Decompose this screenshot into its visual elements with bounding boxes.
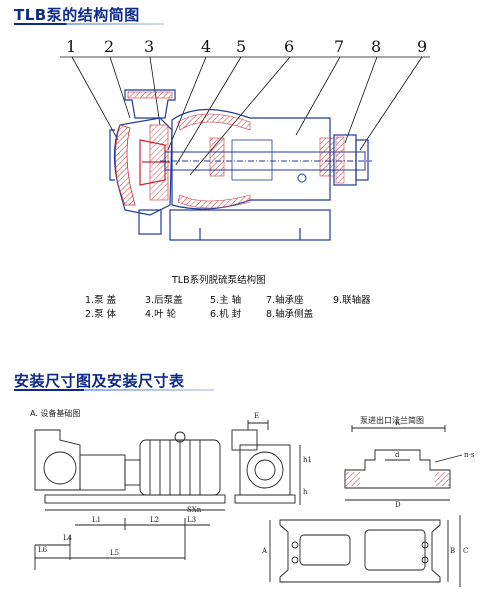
legend-item-1: 1.泵 盖 [85,295,117,306]
svg-text:h1: h1 [303,456,312,464]
part-number-8: 8 [371,37,381,56]
legend-item-3: 3.后泵盖 [145,295,183,306]
legend-item-4: 4.叶 轮 [145,309,177,320]
svg-text:K: K [395,419,401,427]
legend-item-6: 6.机 封 [210,309,242,320]
svg-text:L1: L1 [92,516,101,524]
part-number-5: 5 [236,37,246,56]
plan-view-dim-labels: A B C [261,547,468,555]
flange-dim-labels: K d D n-s [395,419,475,509]
section-title-installation: 安装尺寸图及安装尺寸表 [14,372,185,390]
svg-text:C: C [463,547,468,555]
front-view [231,420,301,505]
svg-text:A: A [261,547,268,555]
part-number-7: 7 [334,37,344,56]
foundation-drawing-label: A. 设备基础图 [30,409,81,418]
svg-text:L5: L5 [110,549,119,557]
svg-text:h: h [303,488,308,496]
svg-text:L2: L2 [150,516,159,524]
svg-text:d: d [395,451,400,459]
flange-drawing-label: 泵进出口法兰简图 [360,416,424,425]
pump-casing [109,89,176,235]
svg-text:L4: L4 [63,534,73,542]
part-number-3: 3 [144,37,154,56]
svg-text:B: B [450,547,455,555]
leader-lines [60,56,430,176]
flange-view [344,425,463,501]
section-title-structure: TLB泵的结构简图 [14,6,140,24]
coupling-hatch [335,136,345,184]
part-number-1: 1 [66,37,76,56]
diagram1-caption: TLB系列脱硫泵结构图 [172,275,266,286]
part-number-6: 6 [284,37,294,56]
part-number-4: 4 [201,37,211,56]
side-view [34,429,226,570]
section-underline-structure [14,23,164,25]
housing-hatch [177,113,335,209]
coupling [333,134,369,186]
part-number-2: 2 [104,37,114,56]
legend-item-7: 7.轴承座 [266,295,304,306]
part-number-9: 9 [417,37,427,56]
legend-item-2: 2.泵 体 [85,309,117,320]
part-number-labels: 1 2 3 4 5 6 7 8 9 [66,37,427,56]
legend-item-8: 8.轴承侧盖 [266,309,314,320]
svg-text:SXn: SXn [187,506,202,514]
drain-plug-icon [297,173,307,183]
front-view-dim-labels: E h1 h [254,412,312,496]
svg-text:L6: L6 [38,546,48,554]
plan-view [269,515,461,587]
legend-item-9: 9.联轴器 [333,295,371,306]
svg-text:n-s: n-s [464,451,475,459]
legend-item-5: 5.主 轴 [210,295,242,306]
side-view-dim-labels: L1 L2 L3 SXn L4 L6 L5 [38,506,202,557]
section-underline-installation [14,389,214,391]
svg-text:E: E [254,412,259,420]
svg-text:D: D [395,501,401,509]
svg-text:L3: L3 [187,516,196,524]
